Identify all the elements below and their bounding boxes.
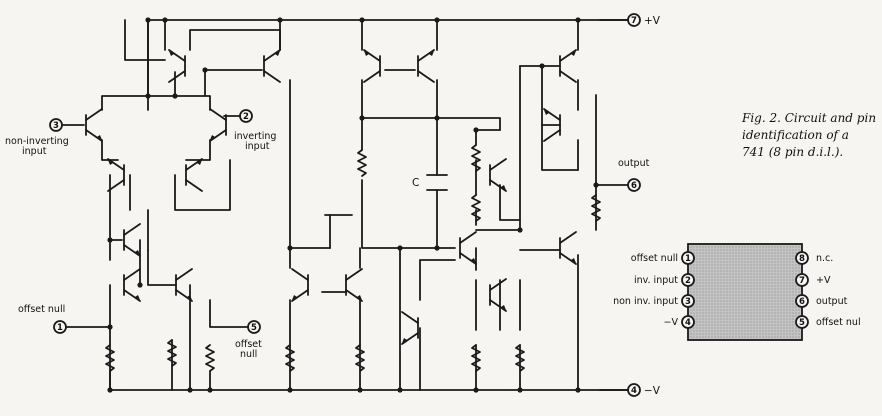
transistor-symbol	[123, 223, 141, 257]
caption-line3: 741 (8 pin d.i.l.).	[742, 145, 843, 159]
package-pin-number: 4	[685, 318, 691, 328]
pin3-label-line2: input	[22, 146, 47, 157]
package-pin-number: 5	[799, 318, 805, 328]
transistor-symbol	[401, 311, 419, 345]
pin7-number: 7	[631, 16, 637, 26]
package-pin-number: 2	[685, 276, 691, 286]
package-pin-3	[681, 294, 695, 308]
package-pin-label: n.c.	[816, 253, 833, 264]
package-pin-number: 3	[685, 297, 691, 307]
pin-terminals: 3 non-inverting input 2 inverting input …	[5, 13, 661, 397]
pin5-number: 5	[251, 323, 257, 333]
junction-dots	[107, 17, 599, 393]
transistor-symbol	[345, 268, 363, 302]
pin1-number: 1	[57, 323, 63, 333]
caption-line1: Fig. 2. Circuit and pin	[741, 111, 876, 125]
package-pin-number: 8	[799, 254, 805, 264]
resistor	[205, 344, 215, 372]
transistor-symbol	[417, 49, 435, 83]
pin5-label-line1: offset	[235, 339, 262, 350]
package-pin-label: output	[816, 296, 848, 307]
transistor-symbol	[123, 268, 141, 302]
transistors	[85, 49, 577, 345]
transistor-symbol	[559, 231, 577, 265]
pin6-number: 6	[631, 181, 637, 191]
transistor-symbol	[263, 49, 281, 83]
package-pin-label: offset null	[631, 253, 678, 264]
transistor-symbol	[363, 49, 381, 83]
pin5-label-line2: null	[240, 349, 257, 360]
package-body	[687, 243, 803, 341]
pin7-label: +V	[644, 15, 661, 27]
package-pin-8	[795, 251, 809, 265]
package-pin-7	[795, 273, 809, 287]
resistors	[105, 144, 601, 391]
resistor	[471, 194, 481, 222]
package-pin-label: +V	[816, 275, 831, 286]
transistor-symbol	[291, 268, 309, 302]
transistor-symbol	[209, 108, 227, 142]
transistor-symbol	[185, 158, 203, 192]
transistor-symbol	[489, 278, 507, 312]
pin3-number: 3	[53, 121, 59, 131]
resistor	[357, 149, 367, 177]
package-pin-6	[795, 294, 809, 308]
dil-package: 1 offset null 2 inv. input 3 non inv. input 4−…	[613, 243, 861, 341]
package-pin-label: non inv. input	[613, 296, 678, 307]
package-pin-1	[681, 251, 695, 265]
package-pin-2	[681, 273, 695, 287]
capacitor: C	[412, 174, 448, 191]
figure-caption: Fig. 2. Circuit and pin identification o…	[741, 111, 876, 159]
pin3-label-line1: non-inverting	[5, 136, 69, 147]
caption-line2: identification of a	[742, 128, 849, 142]
pin2-label-line2: input	[245, 141, 270, 152]
package-pin-number: 1	[685, 254, 691, 264]
package-pin-5	[795, 315, 809, 329]
transistor-symbol	[168, 49, 186, 83]
package-pin-label: inv. input	[634, 275, 678, 286]
resistor	[515, 344, 525, 372]
transistor-symbol	[85, 108, 103, 142]
pin6-label: output	[618, 158, 650, 169]
pin4-label: −V	[644, 385, 661, 397]
pin2-number: 2	[243, 112, 249, 122]
resistor	[285, 344, 295, 372]
resistor	[355, 344, 365, 372]
resistor	[591, 194, 601, 222]
package-pin-label: −V	[664, 317, 679, 328]
package-pin-4	[681, 315, 695, 329]
resistor	[471, 144, 481, 172]
pin2-label-line1: inverting	[234, 131, 276, 142]
transistor-symbol	[459, 231, 477, 265]
resistor	[167, 339, 177, 367]
resistor	[105, 344, 115, 372]
transistor-symbol	[489, 158, 507, 192]
wiring	[61, 19, 629, 391]
package-pin-label: offset nul	[816, 317, 861, 328]
supply-rails	[109, 19, 629, 391]
pin1-label: offset null	[18, 304, 65, 315]
transistor-symbol	[559, 49, 577, 83]
pin4-number: 4	[631, 386, 637, 396]
package-pin-number: 6	[799, 297, 805, 307]
capacitor-label: C	[412, 177, 419, 189]
resistor	[471, 344, 481, 372]
package-pin-number: 7	[799, 276, 805, 286]
